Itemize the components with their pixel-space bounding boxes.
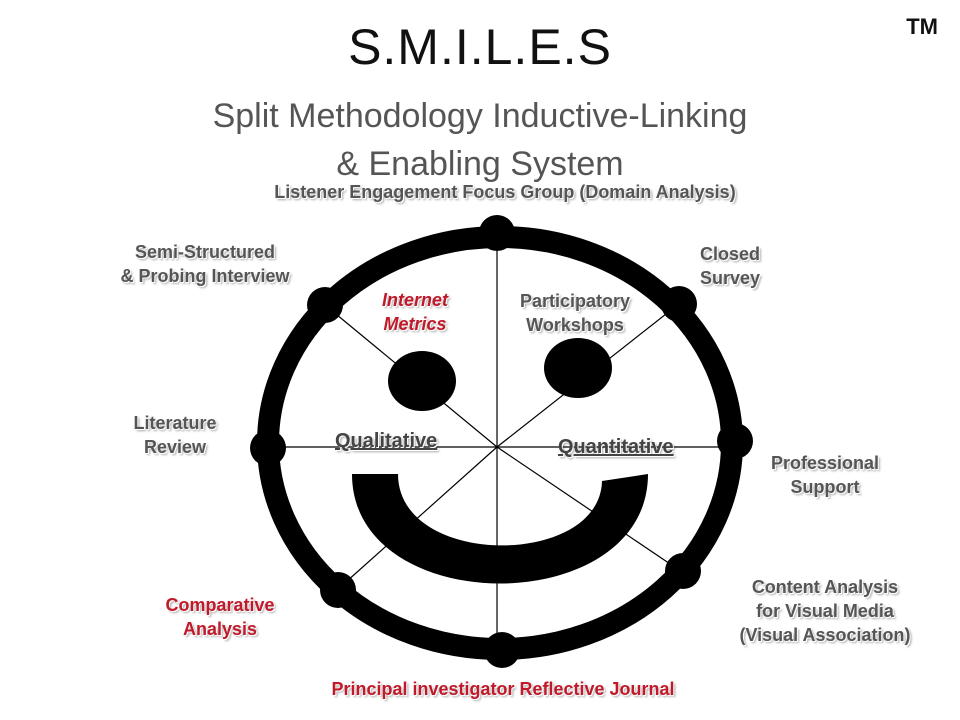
label-semi-structured-interview-line-2: & Probing Interview: [120, 266, 290, 286]
label-focus-group-text: Listener Engagement Focus Group (Domain …: [274, 182, 736, 202]
node-left: [250, 430, 286, 466]
smile-mouth: [352, 474, 648, 584]
page-title: S.M.I.L.E.S: [348, 19, 612, 75]
label-comparative-analysis: Comparative Analysis: [145, 593, 295, 641]
right-eye: [544, 338, 612, 398]
label-literature-review: Literature Review: [110, 411, 240, 459]
spoke-bottom-right: [496, 446, 683, 573]
label-professional-support: Professional Support: [755, 451, 895, 499]
node-right: [717, 423, 753, 459]
label-participatory-workshops: Participatory Workshops: [505, 289, 645, 337]
label-semi-structured-interview-line-1: Semi-Structured: [134, 242, 276, 262]
label-focus-group: Listener Engagement Focus Group (Domain …: [0, 180, 960, 204]
label-content-analysis: Content Analysis for Visual Media (Visua…: [710, 575, 940, 647]
node-top-left: [307, 287, 343, 323]
node-top-right: [661, 286, 697, 322]
node-bottom: [484, 632, 520, 668]
label-professional-support-line-1: Professional: [770, 453, 880, 473]
label-participatory-workshops-line-2: Workshops: [526, 315, 624, 335]
label-closed-survey: Closed Survey: [700, 242, 780, 290]
label-reflective-journal-text: Principal investigator Reflective Journa…: [331, 679, 675, 699]
label-participatory-workshops-line-1: Participatory: [519, 291, 631, 311]
label-professional-support-line-2: Support: [790, 477, 860, 497]
label-reflective-journal: Principal investigator Reflective Journa…: [0, 677, 960, 701]
label-quantitative: Quantitative: [558, 436, 674, 458]
label-semi-structured-interview: Semi-Structured & Probing Interview: [95, 240, 315, 288]
node-top: [479, 215, 515, 251]
subtitle: Split Methodology Inductive-Linking & En…: [0, 92, 960, 188]
trademark-symbol: TM: [906, 14, 938, 39]
label-internet-metrics-line-1: Internet: [381, 290, 448, 310]
label-closed-survey-line-1: Closed: [700, 244, 761, 264]
label-content-analysis-line-1: Content Analysis: [751, 577, 899, 597]
label-content-analysis-line-3: (Visual Association): [739, 625, 911, 645]
label-closed-survey-line-2: Survey: [700, 268, 761, 288]
node-bottom-left: [320, 572, 356, 608]
label-internet-metrics-line-2: Metrics: [383, 314, 447, 334]
left-eye: [388, 351, 456, 411]
node-bottom-right: [665, 553, 701, 589]
label-content-analysis-line-2: for Visual Media: [756, 601, 894, 621]
label-internet-metrics: Internet Metrics: [360, 288, 470, 336]
label-qualitative: Qualitative: [335, 430, 438, 452]
label-literature-review-line-2: Review: [143, 437, 207, 457]
ring-nodes: [250, 215, 753, 668]
subtitle-line-2: & Enabling System: [336, 145, 624, 183]
label-literature-review-line-1: Literature: [133, 413, 217, 433]
subtitle-line-1: Split Methodology Inductive-Linking: [212, 97, 748, 135]
label-comparative-analysis-line-2: Analysis: [182, 619, 258, 639]
label-comparative-analysis-line-1: Comparative: [165, 595, 275, 615]
